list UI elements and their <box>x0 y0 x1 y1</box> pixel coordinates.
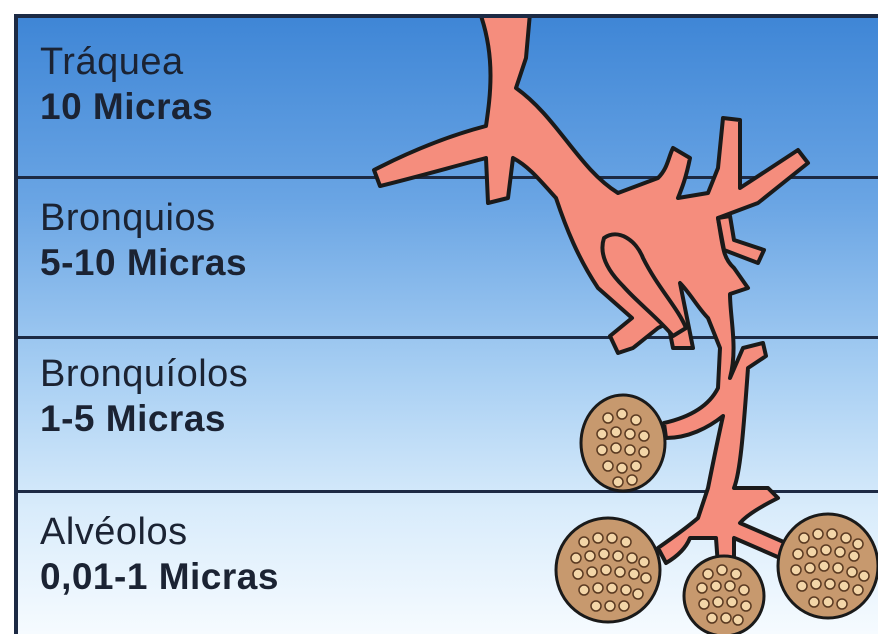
level-bronchi: Bronquios 5-10 Micras <box>40 196 247 286</box>
alveolus-cluster <box>554 516 662 624</box>
level-bronchioles: Bronquíolos 1-5 Micras <box>40 352 248 442</box>
level-size: 0,01-1 Micras <box>40 556 279 597</box>
divider-line-2 <box>18 336 878 339</box>
alveolus-cluster <box>776 512 878 620</box>
level-size: 1-5 Micras <box>40 398 226 439</box>
level-alveoli: Alvéolos 0,01-1 Micras <box>40 510 279 600</box>
alveoli-clusters <box>554 393 878 634</box>
level-size: 10 Micras <box>40 86 214 127</box>
alveolus-cluster <box>579 393 667 493</box>
trachea <box>372 18 810 568</box>
airway-branches <box>372 18 810 568</box>
bronchus-branch <box>716 214 766 265</box>
divider-line-3 <box>18 490 878 493</box>
divider-line-1 <box>18 176 878 179</box>
alveolus-cluster <box>682 554 766 634</box>
level-trachea: Tráquea 10 Micras <box>40 40 213 130</box>
level-name: Alvéolos <box>40 511 188 553</box>
level-name: Bronquíolos <box>40 353 249 395</box>
airway-tree-illustration <box>372 18 878 634</box>
level-name: Bronquios <box>40 197 216 239</box>
level-size: 5-10 Micras <box>40 242 248 283</box>
level-name: Tráquea <box>40 41 184 83</box>
bronchus-branch <box>600 232 688 338</box>
respiratory-tree-diagram: Tráquea 10 Micras Bronquios 5-10 Micras … <box>14 14 878 634</box>
